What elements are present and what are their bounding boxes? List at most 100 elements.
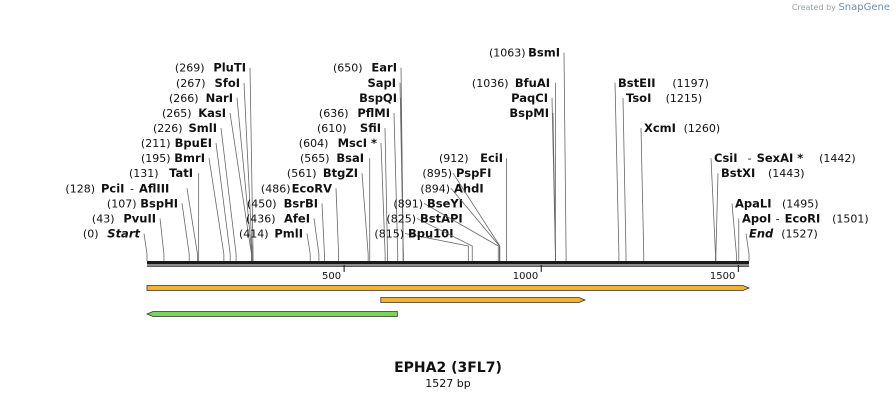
site-position: (226) (153, 122, 183, 135)
site-position: (128) (65, 182, 95, 195)
site-name: Start (107, 227, 140, 241)
site-position: (0) (83, 228, 99, 241)
site-position: (450) (247, 197, 277, 210)
feature-forward-arrow[interactable] (146, 285, 751, 291)
site-position: (912) (439, 152, 469, 165)
site-name: KasI (198, 106, 226, 120)
site-position: (265) (162, 107, 192, 120)
site-name: EciI (480, 151, 503, 165)
site-name: BspQI (359, 91, 397, 105)
site-name: SapI (367, 76, 396, 90)
site-name: ApaLI (735, 196, 772, 210)
site-name: AfeI (284, 211, 310, 225)
site-leader-line (622, 97, 627, 261)
site-name: TsoI (626, 91, 651, 105)
site-name: SfiI (360, 121, 381, 135)
site-name: PciI (101, 181, 124, 195)
snapgene-credit: Created by SnapGene (792, 2, 890, 13)
site-leader-line (710, 158, 716, 261)
site-leader-line (400, 67, 404, 261)
site-name: ApoI (742, 211, 771, 225)
site-name: BspMI (509, 106, 549, 120)
site-name: AhdI (454, 181, 484, 195)
site-position: (1495) (782, 197, 819, 210)
site-name: BstXI (721, 166, 755, 180)
site-name: PspFI (456, 166, 491, 180)
ruler-tick-label: 1500 (710, 271, 735, 282)
feature-forward-arrow[interactable] (380, 297, 587, 303)
site-leader-line (306, 233, 311, 261)
site-position: (561) (287, 167, 317, 180)
site-position: (486) (261, 182, 291, 195)
site-leader-line (313, 218, 320, 261)
site-separator: - (748, 152, 752, 165)
site-leader-line (208, 158, 225, 261)
site-leader-line (321, 203, 325, 261)
site-leader-line (614, 82, 620, 261)
site-name: SmlI (189, 121, 218, 135)
site-leader-line (404, 233, 469, 261)
site-position: (1063) (489, 47, 526, 60)
site-position: (636) (319, 107, 349, 120)
site-separator: - (776, 212, 780, 225)
site-position: (894) (420, 182, 450, 195)
site-name: PvuII (123, 211, 156, 225)
site-position: (1527) (781, 228, 818, 241)
ruler-tick-label: 500 (322, 271, 341, 282)
site-position: (43) (92, 212, 115, 225)
site-name: NarI (206, 91, 233, 105)
site-position: (1036) (472, 77, 509, 90)
backbone-bottom-strand (147, 265, 749, 267)
site-position: (269) (175, 62, 205, 75)
credit-prefix: Created by (791, 3, 836, 12)
site-leader-line (143, 233, 148, 261)
site-leader-line (335, 188, 339, 261)
credit-brand: SnapGene (838, 2, 890, 13)
site-name: BsrBI (284, 196, 318, 210)
site-leader-line (452, 173, 501, 261)
site-leader-line (416, 218, 473, 261)
site-position: (815) (374, 228, 404, 241)
site-position: (266) (169, 92, 199, 105)
site-position: (1215) (666, 92, 703, 105)
site-leader-line (243, 82, 253, 261)
backbone-top-strand (147, 261, 749, 265)
site-name: PmlI (274, 227, 303, 241)
site-leader-line (393, 112, 399, 261)
site-position: (195) (141, 152, 171, 165)
site-name: PflMI (357, 106, 390, 120)
site-name: EarI (371, 61, 397, 75)
site-position: (211) (141, 137, 171, 150)
feature-reverse-arrow[interactable] (145, 311, 398, 317)
site-name: BspHI (140, 196, 178, 210)
site-leader-line (551, 97, 556, 261)
site-name-extra: AflIII (139, 181, 169, 195)
site-position: (891) (393, 197, 423, 210)
site-position: (825) (386, 212, 416, 225)
site-position: (436) (246, 212, 276, 225)
site-position: (1442) (819, 152, 856, 165)
map-title: EPHA2 (3FL7) (394, 360, 502, 376)
site-position: (131) (129, 167, 159, 180)
site-leader-line (715, 173, 719, 261)
site-position: (267) (176, 77, 206, 90)
site-position: (604) (299, 137, 329, 150)
site-position: (1260) (684, 122, 721, 135)
site-name: End (749, 227, 774, 241)
site-name: MscI * (338, 136, 377, 150)
site-leader-line (220, 127, 237, 261)
site-leader-line (745, 233, 750, 261)
site-position: (610) (317, 122, 347, 135)
site-leader-line (423, 203, 499, 261)
site-name: PluTI (213, 61, 246, 75)
site-position: (895) (422, 167, 452, 180)
site-name: EcoRV (292, 181, 332, 195)
site-name: BpuEI (175, 136, 212, 150)
site-leader-line (249, 67, 254, 261)
site-name: SfoI (215, 76, 240, 90)
site-name-extra: EcoRI (785, 211, 821, 225)
site-name: BseYI (427, 196, 463, 210)
site-name: BstEII (618, 76, 656, 90)
site-leader-line (384, 128, 388, 261)
site-name: CsiI (714, 151, 738, 165)
